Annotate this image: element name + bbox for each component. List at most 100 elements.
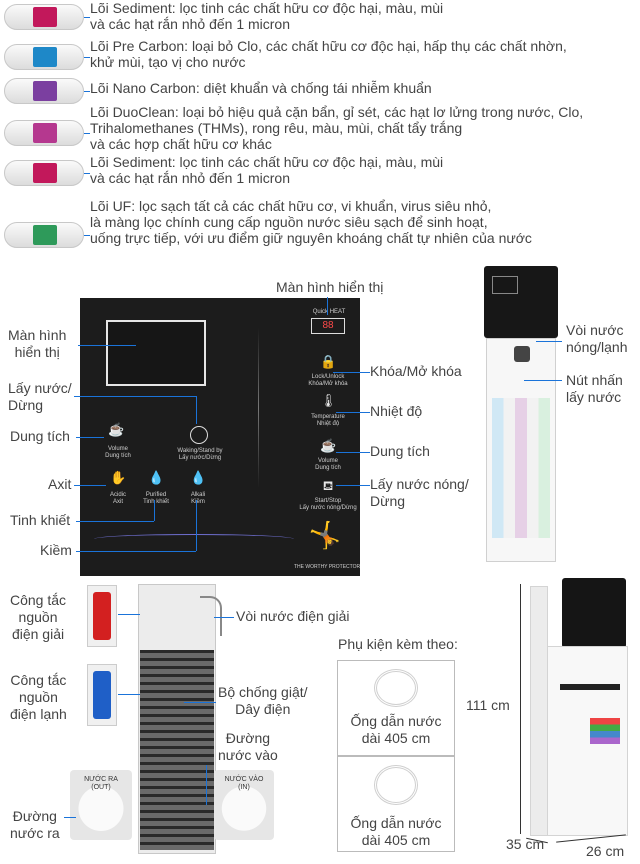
power-switch-red[interactable] [93, 592, 111, 640]
filter-color-band [33, 47, 57, 67]
label-temperature: Nhiệt độ [370, 403, 423, 419]
leader-electrolytic-faucet [214, 617, 234, 618]
leader-alkaline-h [76, 551, 196, 552]
volume-cup-icon-right[interactable]: ☕ [320, 438, 337, 453]
leader-hot-dispense [336, 485, 370, 486]
label-anti-shock: Bộ chống giật/Dây điện [218, 684, 308, 717]
tube-coil-icon [374, 669, 418, 707]
label-volume-right: Dung tích [370, 443, 430, 459]
label-purified: Tinh khiết [10, 512, 71, 528]
acidic-icon[interactable]: ✋ [110, 470, 127, 485]
label-acid: Axit [48, 476, 72, 492]
leader-dispense-v [196, 396, 197, 424]
purified-drop-icon[interactable]: 💧 [148, 470, 165, 485]
dim-unit-sticker [590, 718, 620, 744]
back-coils [140, 650, 214, 850]
nano-carbon-filter-icon [4, 78, 84, 104]
leader-inlet [206, 765, 207, 805]
label-screen-top: Màn hình hiển thị [276, 279, 384, 295]
leader-purified-v [154, 500, 155, 521]
filter-leader-line [84, 173, 90, 174]
leader-screen-left [78, 345, 136, 346]
filter-color-band [33, 7, 57, 27]
filter-leader-line [84, 133, 90, 134]
leader-alkaline-v [196, 500, 197, 551]
filter-leader-line [84, 91, 90, 92]
leader-anti-shock [184, 702, 216, 703]
leader-acid [74, 485, 106, 486]
thermometer-icon[interactable]: 🌡 [320, 393, 337, 408]
duoclean-filter-icon [4, 120, 84, 146]
outlet-tag-text: NƯỚC RA(OUT) [84, 776, 118, 791]
pre-carbon-filter-icon [4, 44, 84, 70]
filter-description: Lõi Pre Carbon: loại bỏ Clo, các chất hữ… [90, 38, 567, 70]
unit-top-screen [492, 276, 518, 294]
filter-color-band [33, 225, 57, 245]
filter-leader-line [84, 57, 90, 58]
filter-description: Lõi Sediment: lọc tinh các chất hữu cơ đ… [90, 154, 444, 186]
electrolytic-faucet-pipe [200, 596, 222, 636]
dim-unit-top [562, 578, 626, 648]
leader-outlet [64, 817, 76, 818]
start-stop-icon[interactable]: ⛾ [322, 478, 334, 493]
power-standby-icon[interactable] [190, 426, 208, 444]
inlet-tag-text: NƯỚC VÀO(IN) [224, 776, 264, 791]
cool-switch-blue[interactable] [93, 671, 111, 719]
filter-color-band [33, 81, 57, 101]
panel-divider [258, 328, 259, 488]
leader-screen-top [327, 297, 328, 315]
lock-icon[interactable]: 🔒 [320, 354, 337, 369]
label-volume-left: Dung tích [10, 428, 70, 444]
filter-leader-line [84, 17, 90, 18]
leader-lock [333, 372, 370, 373]
leader-faucet [536, 341, 562, 342]
alkali-drop-icon[interactable]: 💧 [190, 470, 207, 485]
filter-description: Lõi DuoClean: loại bỏ hiệu quả cặn bẩn, … [90, 104, 584, 152]
volume-cup-icon-left[interactable]: ☕ [108, 422, 125, 437]
leader-volume-left [76, 437, 104, 438]
label-electrolytic-faucet: Vòi nước điện giải [236, 608, 350, 624]
width-label: 35 cm [506, 836, 545, 852]
filter-color-band [33, 163, 57, 183]
unit-top-panel [484, 266, 558, 338]
depth-label: 26 cm [586, 843, 625, 859]
filter-color-band [33, 123, 57, 143]
display-screen [106, 320, 206, 386]
leader-volume-right [336, 452, 370, 453]
quick-heat-text: Quick HEAT [312, 309, 346, 315]
tube-coil-icon [374, 765, 418, 805]
decorative-wave [94, 534, 294, 544]
leader-dispense [74, 396, 196, 397]
leader-cool-switch [118, 694, 140, 695]
sediment-filter-icon [4, 160, 84, 186]
leader-temperature [336, 412, 370, 413]
athlete-figure-icon: 🤸 [308, 520, 342, 550]
leader-button [524, 380, 562, 381]
height-line [520, 584, 521, 834]
height-label: 111 cm [466, 697, 510, 713]
leader-purified-h [76, 521, 154, 522]
label-lock: Khóa/Mở khóa [370, 363, 462, 379]
uf-filter-icon [4, 222, 84, 248]
dim-unit-side [530, 586, 548, 836]
label-dispense-left: Lấy nước/Dừng [8, 380, 72, 413]
